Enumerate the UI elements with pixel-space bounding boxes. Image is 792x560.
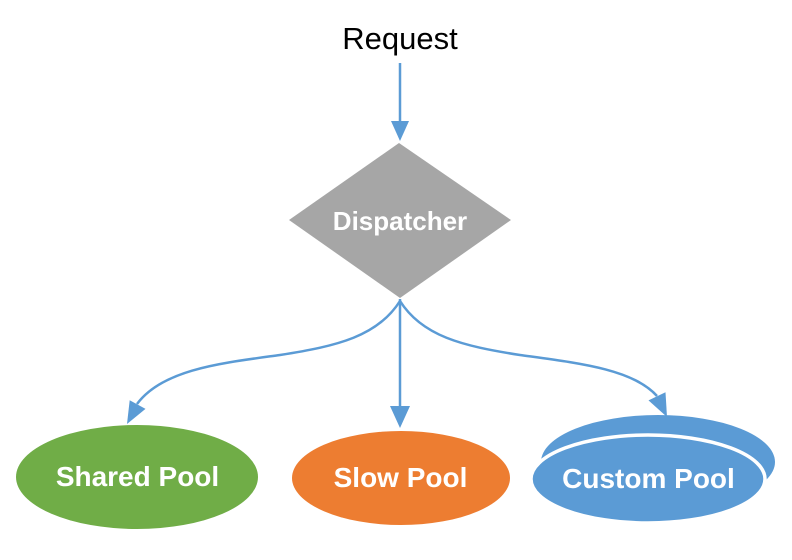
shared-pool-ellipse-shape <box>16 425 258 529</box>
dispatcher-label: Dispatcher <box>332 206 468 236</box>
dispatcher-to-shared-pool-arrow-line <box>135 300 402 405</box>
shared-pool-label: Shared Pool <box>55 461 220 492</box>
dispatcher-to-slow-pool-arrowhead <box>390 406 410 428</box>
request-label: Request <box>342 21 458 56</box>
dispatcher-to-custom-pool-arrowhead <box>648 392 667 417</box>
custom-pool-stacked-ellipse-shape <box>529 415 775 525</box>
dispatcher-diamond-shape <box>289 143 511 298</box>
dispatcher-to-slow-pool-arrow <box>390 299 410 428</box>
dispatcher-to-custom-pool-arrow-line <box>398 300 658 397</box>
request-to-dispatcher-arrowhead <box>391 121 409 141</box>
slow-pool-label: Slow Pool <box>333 462 468 493</box>
request-to-dispatcher-arrow <box>391 63 409 141</box>
dispatcher-to-shared-pool-arrowhead <box>127 400 146 424</box>
dispatcher-to-custom-pool-arrow <box>398 300 667 417</box>
custom-pool-front-ellipse <box>529 433 767 525</box>
dispatcher-to-shared-pool-arrow <box>127 300 402 424</box>
custom-pool-label: Custom Pool <box>562 463 735 494</box>
slow-pool-ellipse-shape <box>292 431 510 525</box>
